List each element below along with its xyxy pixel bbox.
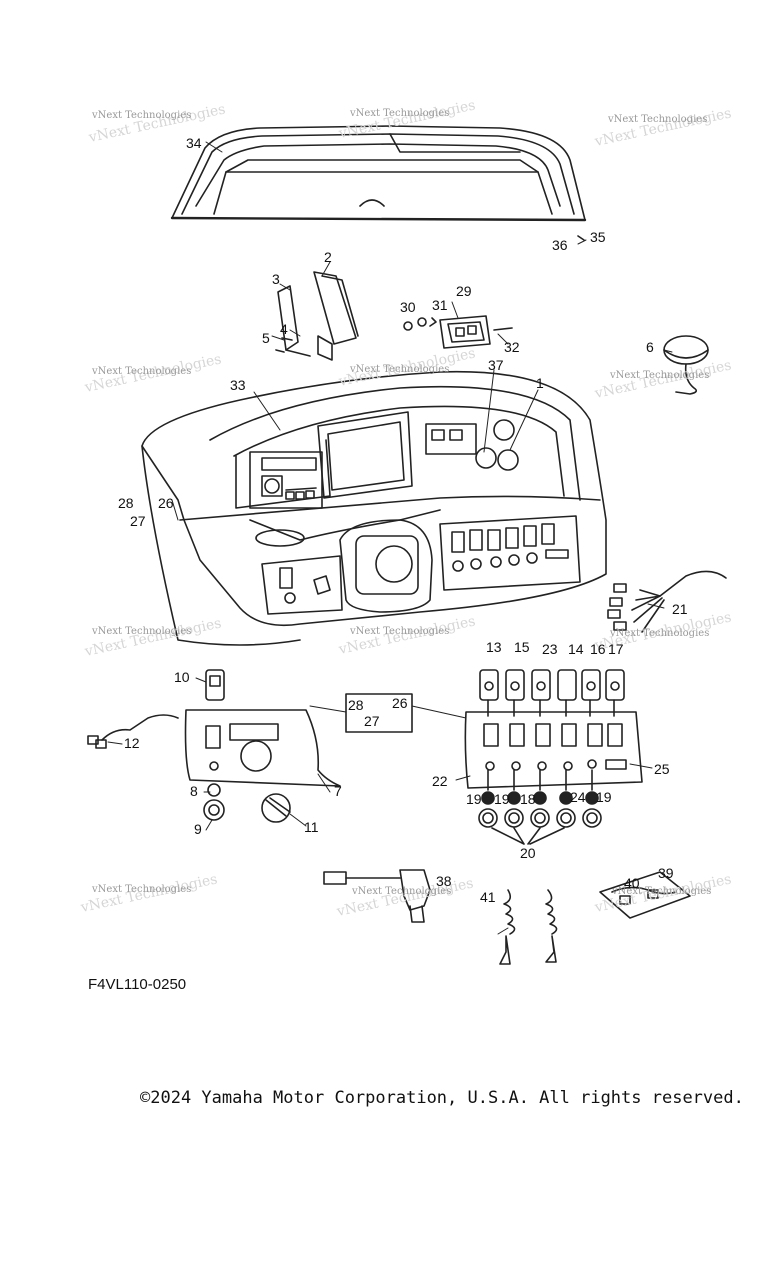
callout: 41 xyxy=(480,889,496,905)
callout: 35 xyxy=(590,229,606,245)
callout: 11 xyxy=(304,819,319,835)
callout: 26 xyxy=(158,495,174,511)
switch-module xyxy=(403,315,513,349)
callout: 32 xyxy=(504,339,520,355)
callout: 39 xyxy=(658,865,674,881)
callout: 9 xyxy=(194,821,202,837)
callout: 37 xyxy=(488,357,504,373)
callout: 23 xyxy=(542,641,558,657)
diagram-code: F4VL110-0250 xyxy=(88,976,187,993)
callout: 1 xyxy=(536,375,544,391)
ignition-harness xyxy=(323,869,431,923)
callout: 33 xyxy=(230,377,246,393)
callout: 25 xyxy=(654,761,670,777)
watermark: vNext Technologies xyxy=(609,370,709,381)
callout: 14 xyxy=(568,641,584,657)
callout: 7 xyxy=(334,783,342,799)
callout: 28 xyxy=(348,697,364,713)
callout: 10 xyxy=(174,669,190,685)
watermark: vNext Technologies xyxy=(91,366,191,377)
left-switch-group xyxy=(87,669,225,749)
watermark: vNext Technologies xyxy=(91,626,191,637)
callout: 15 xyxy=(514,639,530,655)
callout: 12 xyxy=(124,735,140,751)
callout: 4 xyxy=(280,321,288,337)
watermark: vNext Technologies xyxy=(335,875,475,920)
dashboard-panel xyxy=(141,370,607,646)
callout: 20 xyxy=(520,845,536,861)
watermark: vNext Technologies xyxy=(349,364,449,375)
callout: 30 xyxy=(400,299,416,315)
callout: 19 xyxy=(466,791,482,807)
watermark: vNext Technologies xyxy=(87,101,227,146)
callout: 19 xyxy=(596,789,612,805)
callout: 28 xyxy=(118,495,134,511)
callout: 13 xyxy=(486,639,502,655)
display-bracket xyxy=(275,271,359,361)
watermark: vNext Technologies xyxy=(593,105,733,150)
callout: 8 xyxy=(190,783,198,799)
watermark: vNext Technologies xyxy=(83,615,223,660)
callout: 27 xyxy=(130,513,146,529)
fastener-box xyxy=(345,693,413,733)
callout: 21 xyxy=(672,601,688,617)
callout: 36 xyxy=(552,237,568,253)
callout: 24 xyxy=(570,789,586,805)
right-sub-panel xyxy=(464,669,643,791)
watermark: vNext Technologies xyxy=(351,886,451,897)
callout: 16 xyxy=(590,641,606,657)
callout: 40 xyxy=(624,875,640,891)
callout: 19 xyxy=(494,791,510,807)
callouts: 34 36 35 2 3 4 5 30 31 29 32 6 33 37 1 2… xyxy=(118,135,688,905)
callout: 29 xyxy=(456,283,472,299)
callout: 3 xyxy=(272,271,280,287)
watermark: vNext Technologies xyxy=(607,114,707,125)
callout: 26 xyxy=(392,695,408,711)
watermarks: vNext Technologies vNext Technologies vN… xyxy=(79,97,733,920)
lanyard xyxy=(499,889,558,965)
copyright-notice: ©2024 Yamaha Motor Corporation, U.S.A. A… xyxy=(140,1088,744,1108)
watermark: vNext Technologies xyxy=(611,886,711,897)
left-sub-panel xyxy=(184,709,341,823)
callout: 6 xyxy=(646,339,654,355)
callout: 2 xyxy=(324,249,332,265)
leader-lines xyxy=(107,141,673,935)
callout: 31 xyxy=(432,297,448,313)
top-cowl-frame xyxy=(170,125,587,241)
cable-kit xyxy=(599,871,691,919)
callout: 38 xyxy=(436,873,452,889)
callout: 27 xyxy=(364,713,380,729)
callout: 18 xyxy=(520,791,536,807)
watermark: vNext Technologies xyxy=(91,884,191,895)
indicator-lenses xyxy=(478,791,602,845)
watermark: vNext Technologies xyxy=(349,108,449,119)
watermark: vNext Technologies xyxy=(91,110,191,121)
switch-harness xyxy=(607,570,727,633)
callout: 17 xyxy=(608,641,624,657)
callout: 22 xyxy=(432,773,448,789)
callout: 5 xyxy=(262,330,270,346)
callout: 34 xyxy=(186,135,202,151)
watermark: vNext Technologies xyxy=(349,626,449,637)
watermark: vNext Technologies xyxy=(609,628,709,639)
